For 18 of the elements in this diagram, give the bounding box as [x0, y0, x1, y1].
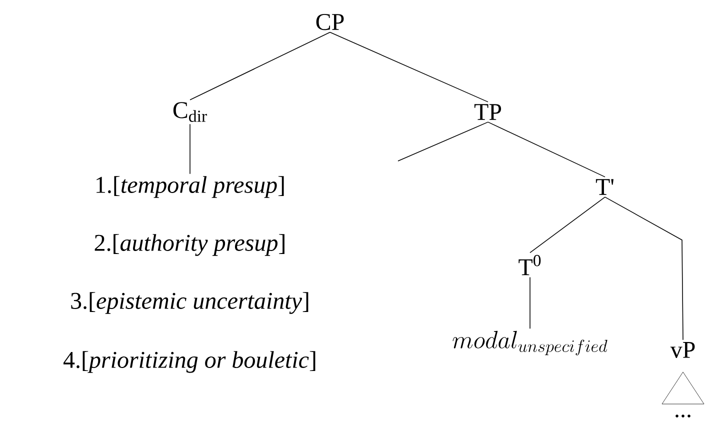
- feature-text: 4.[prioritizing or bouletic]: [63, 351, 316, 373]
- feature-text: 2.[authority presup]: [94, 234, 284, 256]
- branch-line: [190, 32, 330, 100]
- tree-node-label: C$_{dir}$: [173, 102, 207, 122]
- branch-line: [604, 196, 684, 340]
- tree-node-label: T': [596, 179, 614, 195]
- branch-line: [488, 122, 606, 178]
- branch-line: [330, 32, 488, 102]
- tree-node-label: T$^{0}$: [518, 254, 541, 276]
- feature-text: 1.[temporal presup]: [96, 176, 284, 198]
- branch-line: [530, 196, 606, 254]
- branch-line: [398, 122, 488, 162]
- feature-text: 3.[epistemic uncertainty]: [71, 292, 308, 314]
- tree-node-label: CP: [316, 14, 344, 30]
- tree-node-label: $modal_{unspecified}$: [452, 330, 608, 356]
- ellipsis-text: ...: [662, 372, 704, 418]
- tree-node-label: vP: [670, 342, 695, 358]
- tree-node-label: TP: [474, 104, 502, 120]
